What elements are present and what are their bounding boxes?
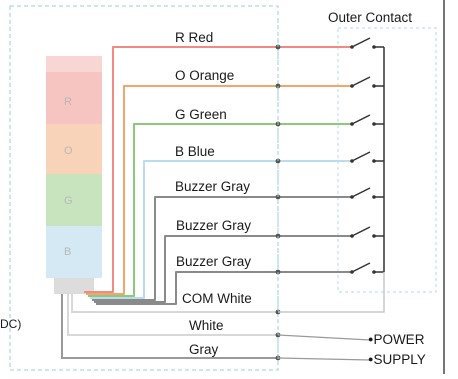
com-white-label: COM White (182, 291, 252, 306)
tower-label-g: G (64, 195, 73, 207)
tower-label-o: O (64, 145, 73, 157)
white-to-power (277, 334, 371, 341)
power-terminal: ●POWER (368, 331, 424, 348)
return-wire-1 (67, 294, 278, 336)
contact-blade-3 (351, 151, 371, 162)
contact-blade-4 (351, 187, 371, 198)
wire-path-4 (92, 196, 352, 301)
return-wire-2 (61, 294, 278, 359)
dc-fragment-label: DC) (0, 317, 22, 331)
tower-label-b: B (64, 246, 72, 258)
supply-terminal: ●SUPPLY (368, 351, 426, 368)
gray-label: Gray (189, 342, 219, 357)
wire-label-buzzer-2: Buzzer Gray (176, 218, 252, 233)
contact-blade-5 (351, 226, 371, 237)
wire-label-buzzer-3: Buzzer Gray (176, 254, 252, 269)
tower-base (54, 278, 94, 294)
outer-contact-label: Outer Contact (328, 10, 413, 25)
wire-label-red: R Red (175, 30, 214, 45)
contact-blade-0 (351, 37, 371, 48)
contact-blade-6 (351, 262, 371, 273)
return-wire-0 (71, 294, 278, 313)
contact-blade-1 (351, 76, 371, 87)
tower-segment-green (46, 174, 102, 226)
power-label: POWER (373, 332, 425, 347)
wire-label-green: G Green (175, 107, 227, 122)
tower-segment-orange (46, 124, 102, 176)
wire-path-5 (94, 235, 352, 303)
wire-path-6 (96, 271, 352, 305)
tower-segment-red (46, 72, 102, 124)
contact-blade-2 (351, 114, 371, 125)
com-to-bus (278, 272, 385, 313)
white-label: White (189, 318, 224, 333)
wire-path-0 (84, 46, 352, 293)
wire-path-1 (86, 85, 352, 295)
power-dot-icon: ● (368, 334, 374, 344)
wire-label-buzzer-1: Buzzer Gray (175, 179, 251, 194)
wire-label-blue: B Blue (175, 144, 215, 159)
contact-box-outline (337, 27, 437, 293)
supply-dot-icon: ● (368, 354, 374, 364)
tower-cap (46, 56, 102, 72)
wire-label-orange: O Orange (175, 68, 235, 83)
gray-to-supply (277, 357, 371, 361)
wire-path-3 (90, 160, 352, 299)
tower-label-r: R (64, 96, 72, 108)
supply-label: SUPPLY (373, 352, 426, 367)
wire-path-2 (88, 123, 352, 297)
tower-segment-blue (46, 226, 102, 278)
